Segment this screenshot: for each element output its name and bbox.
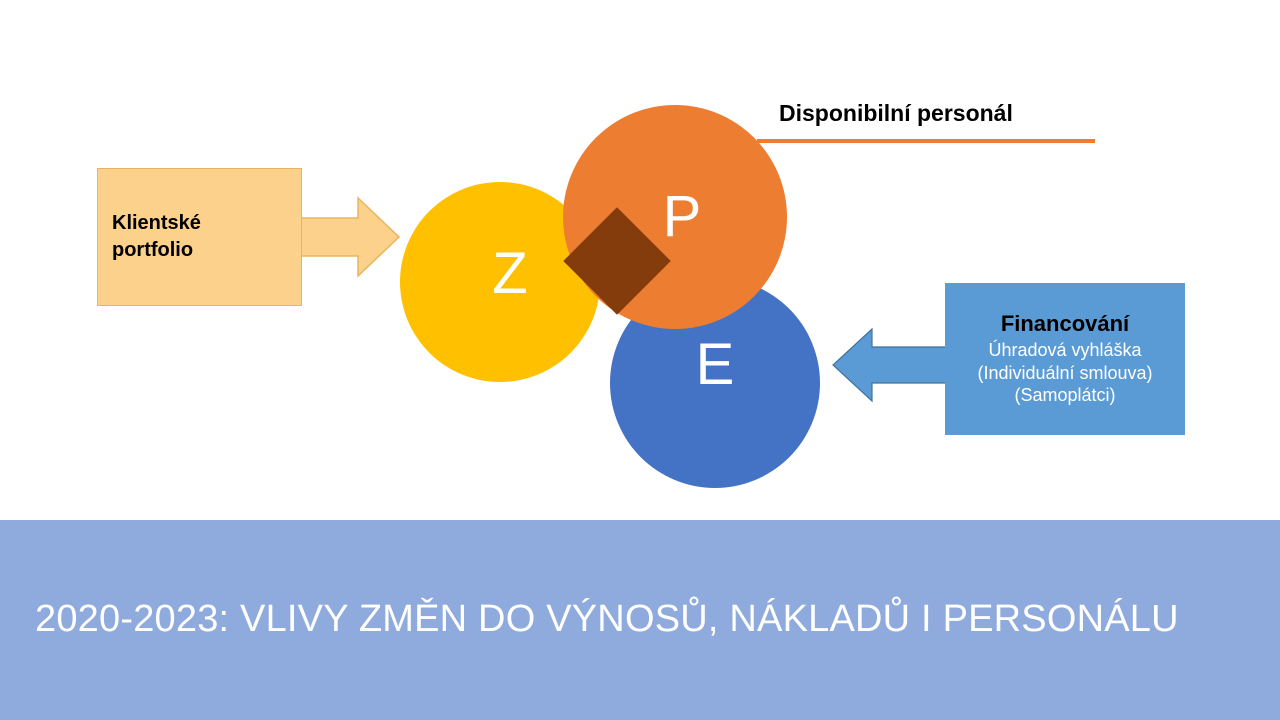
client-portfolio-text: Klientské portfolio <box>98 210 301 264</box>
circle-z-label: Z <box>492 241 528 306</box>
financing-line-1: Úhradová vyhláška <box>988 340 1142 361</box>
arrow-right-shape <box>299 196 401 278</box>
arrow-right-icon <box>299 196 401 278</box>
financing-line-2: (Individuální smlouva) <box>977 362 1153 383</box>
circle-e-label: E <box>695 332 735 397</box>
arrow-left-icon <box>832 327 949 403</box>
arrow-left-shape <box>832 327 949 403</box>
available-staff-label: Disponibilní personál <box>779 100 1013 126</box>
client-portfolio-line-2: portfolio <box>112 239 194 261</box>
client-portfolio-box: Klientské portfolio <box>97 168 302 306</box>
financing-title: Financování <box>1000 311 1130 337</box>
financing-box: Financování Úhradová vyhláška (Individuá… <box>945 283 1185 435</box>
available-staff-underline <box>757 139 1095 143</box>
slide-title: 2020-2023: VLIVY ZMĚN DO VÝNOSŮ, NÁKLADŮ… <box>35 598 1179 640</box>
title-banner <box>0 520 1280 720</box>
circle-p-label: P <box>662 184 702 249</box>
client-portfolio-line-1: Klientské <box>112 212 201 234</box>
circle-p: P <box>563 105 787 329</box>
financing-line-3: (Samoplátci) <box>1014 385 1116 406</box>
